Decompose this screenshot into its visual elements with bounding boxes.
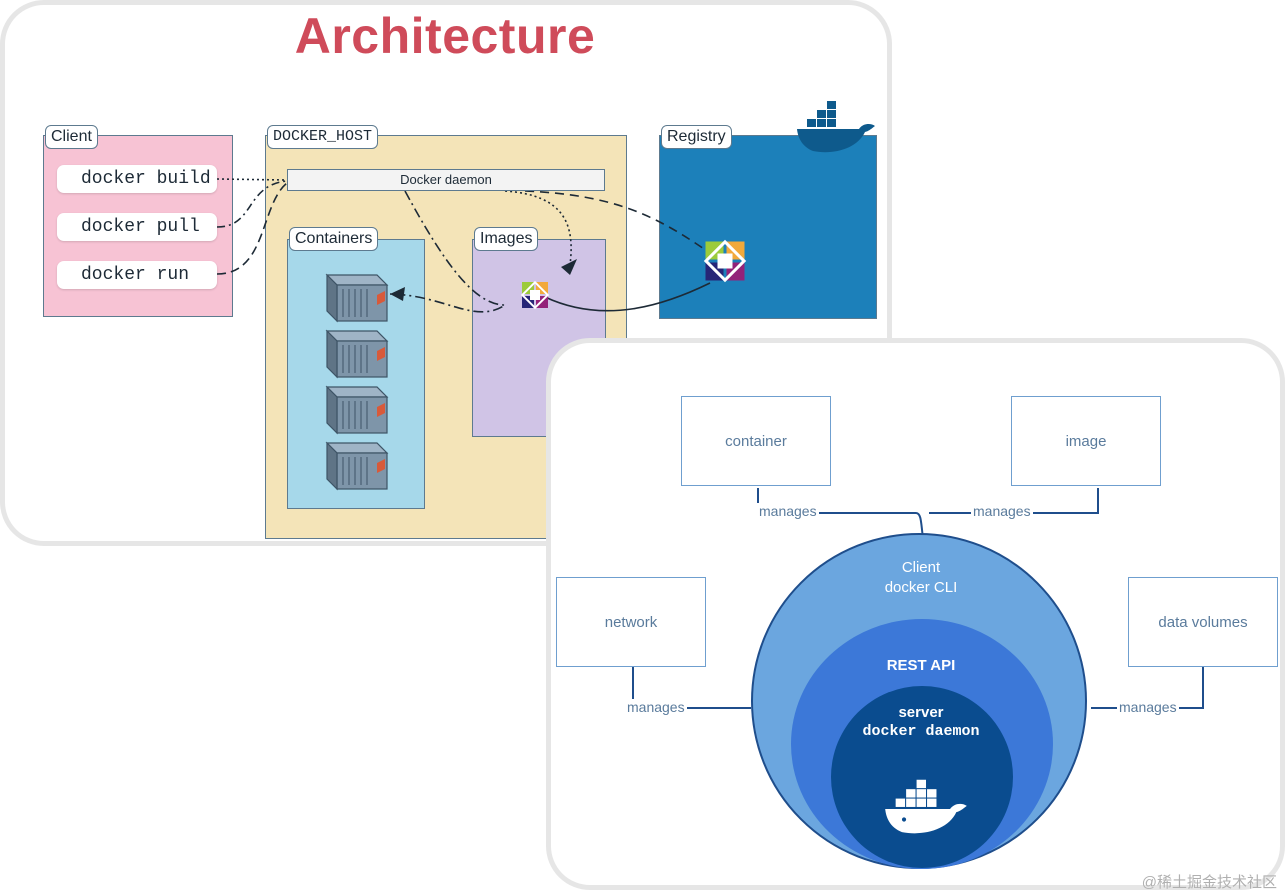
manages-label-network: manages: [625, 699, 687, 715]
pull-to-registry-connector: [524, 190, 711, 254]
pull-connector: [216, 180, 288, 228]
images-label: Images: [474, 227, 539, 251]
watermark: @稀土掘金技术社区: [1141, 874, 1277, 891]
docker-build-command: docker build: [57, 165, 217, 193]
container-connector: [757, 488, 924, 540]
container-icon-1: [326, 274, 388, 322]
image-box: image: [1011, 396, 1161, 486]
network-box: network: [556, 577, 706, 667]
middle-circle-line1: REST API: [886, 657, 956, 674]
registry-image-icon: [703, 239, 747, 283]
build-connector: [216, 178, 288, 181]
client-server-card: container image network data volumes man…: [546, 338, 1285, 890]
architecture-title: Architecture: [294, 8, 596, 64]
image-icon: [520, 280, 550, 310]
image-registry-link: [544, 282, 711, 312]
outer-circle-line1: Client: [901, 559, 941, 576]
registry-whale-icon: [797, 101, 875, 153]
docker-pull-command: docker pull: [57, 213, 217, 241]
container-icon-3: [326, 386, 388, 434]
manages-label-data-volumes: manages: [1117, 699, 1179, 715]
data-volumes-box: data volumes: [1128, 577, 1278, 667]
container-icon-2: [326, 330, 388, 378]
client-label: Client: [45, 125, 98, 149]
docker-host-label: DOCKER_HOST: [267, 125, 379, 149]
registry-panel: [659, 135, 877, 319]
inner-circle-line1: server: [898, 704, 944, 721]
container-icon-4: [326, 442, 388, 490]
docker-whale-icon: [885, 779, 967, 834]
container-stack: [326, 274, 388, 490]
run-connector: [216, 182, 288, 275]
manages-label-container: manages: [757, 503, 819, 519]
architecture-card: Architecture Client docker build docker …: [0, 0, 892, 546]
containers-label: Containers: [289, 227, 379, 251]
docker-daemon-bar: Docker daemon: [287, 169, 605, 191]
architecture-connectors: [216, 178, 711, 313]
container-arrow-head: [390, 287, 405, 301]
container-box: container: [681, 396, 831, 486]
docker-run-command: docker run: [57, 261, 217, 289]
image-arrow-head: [561, 259, 577, 275]
run-to-container-connector: [389, 190, 508, 313]
server-inner-circle: [831, 686, 1013, 868]
registry-label: Registry: [661, 125, 732, 149]
inner-circle-line2: docker daemon: [862, 723, 980, 740]
outer-circle-line2: docker CLI: [884, 579, 958, 596]
manages-label-image: manages: [971, 503, 1033, 519]
